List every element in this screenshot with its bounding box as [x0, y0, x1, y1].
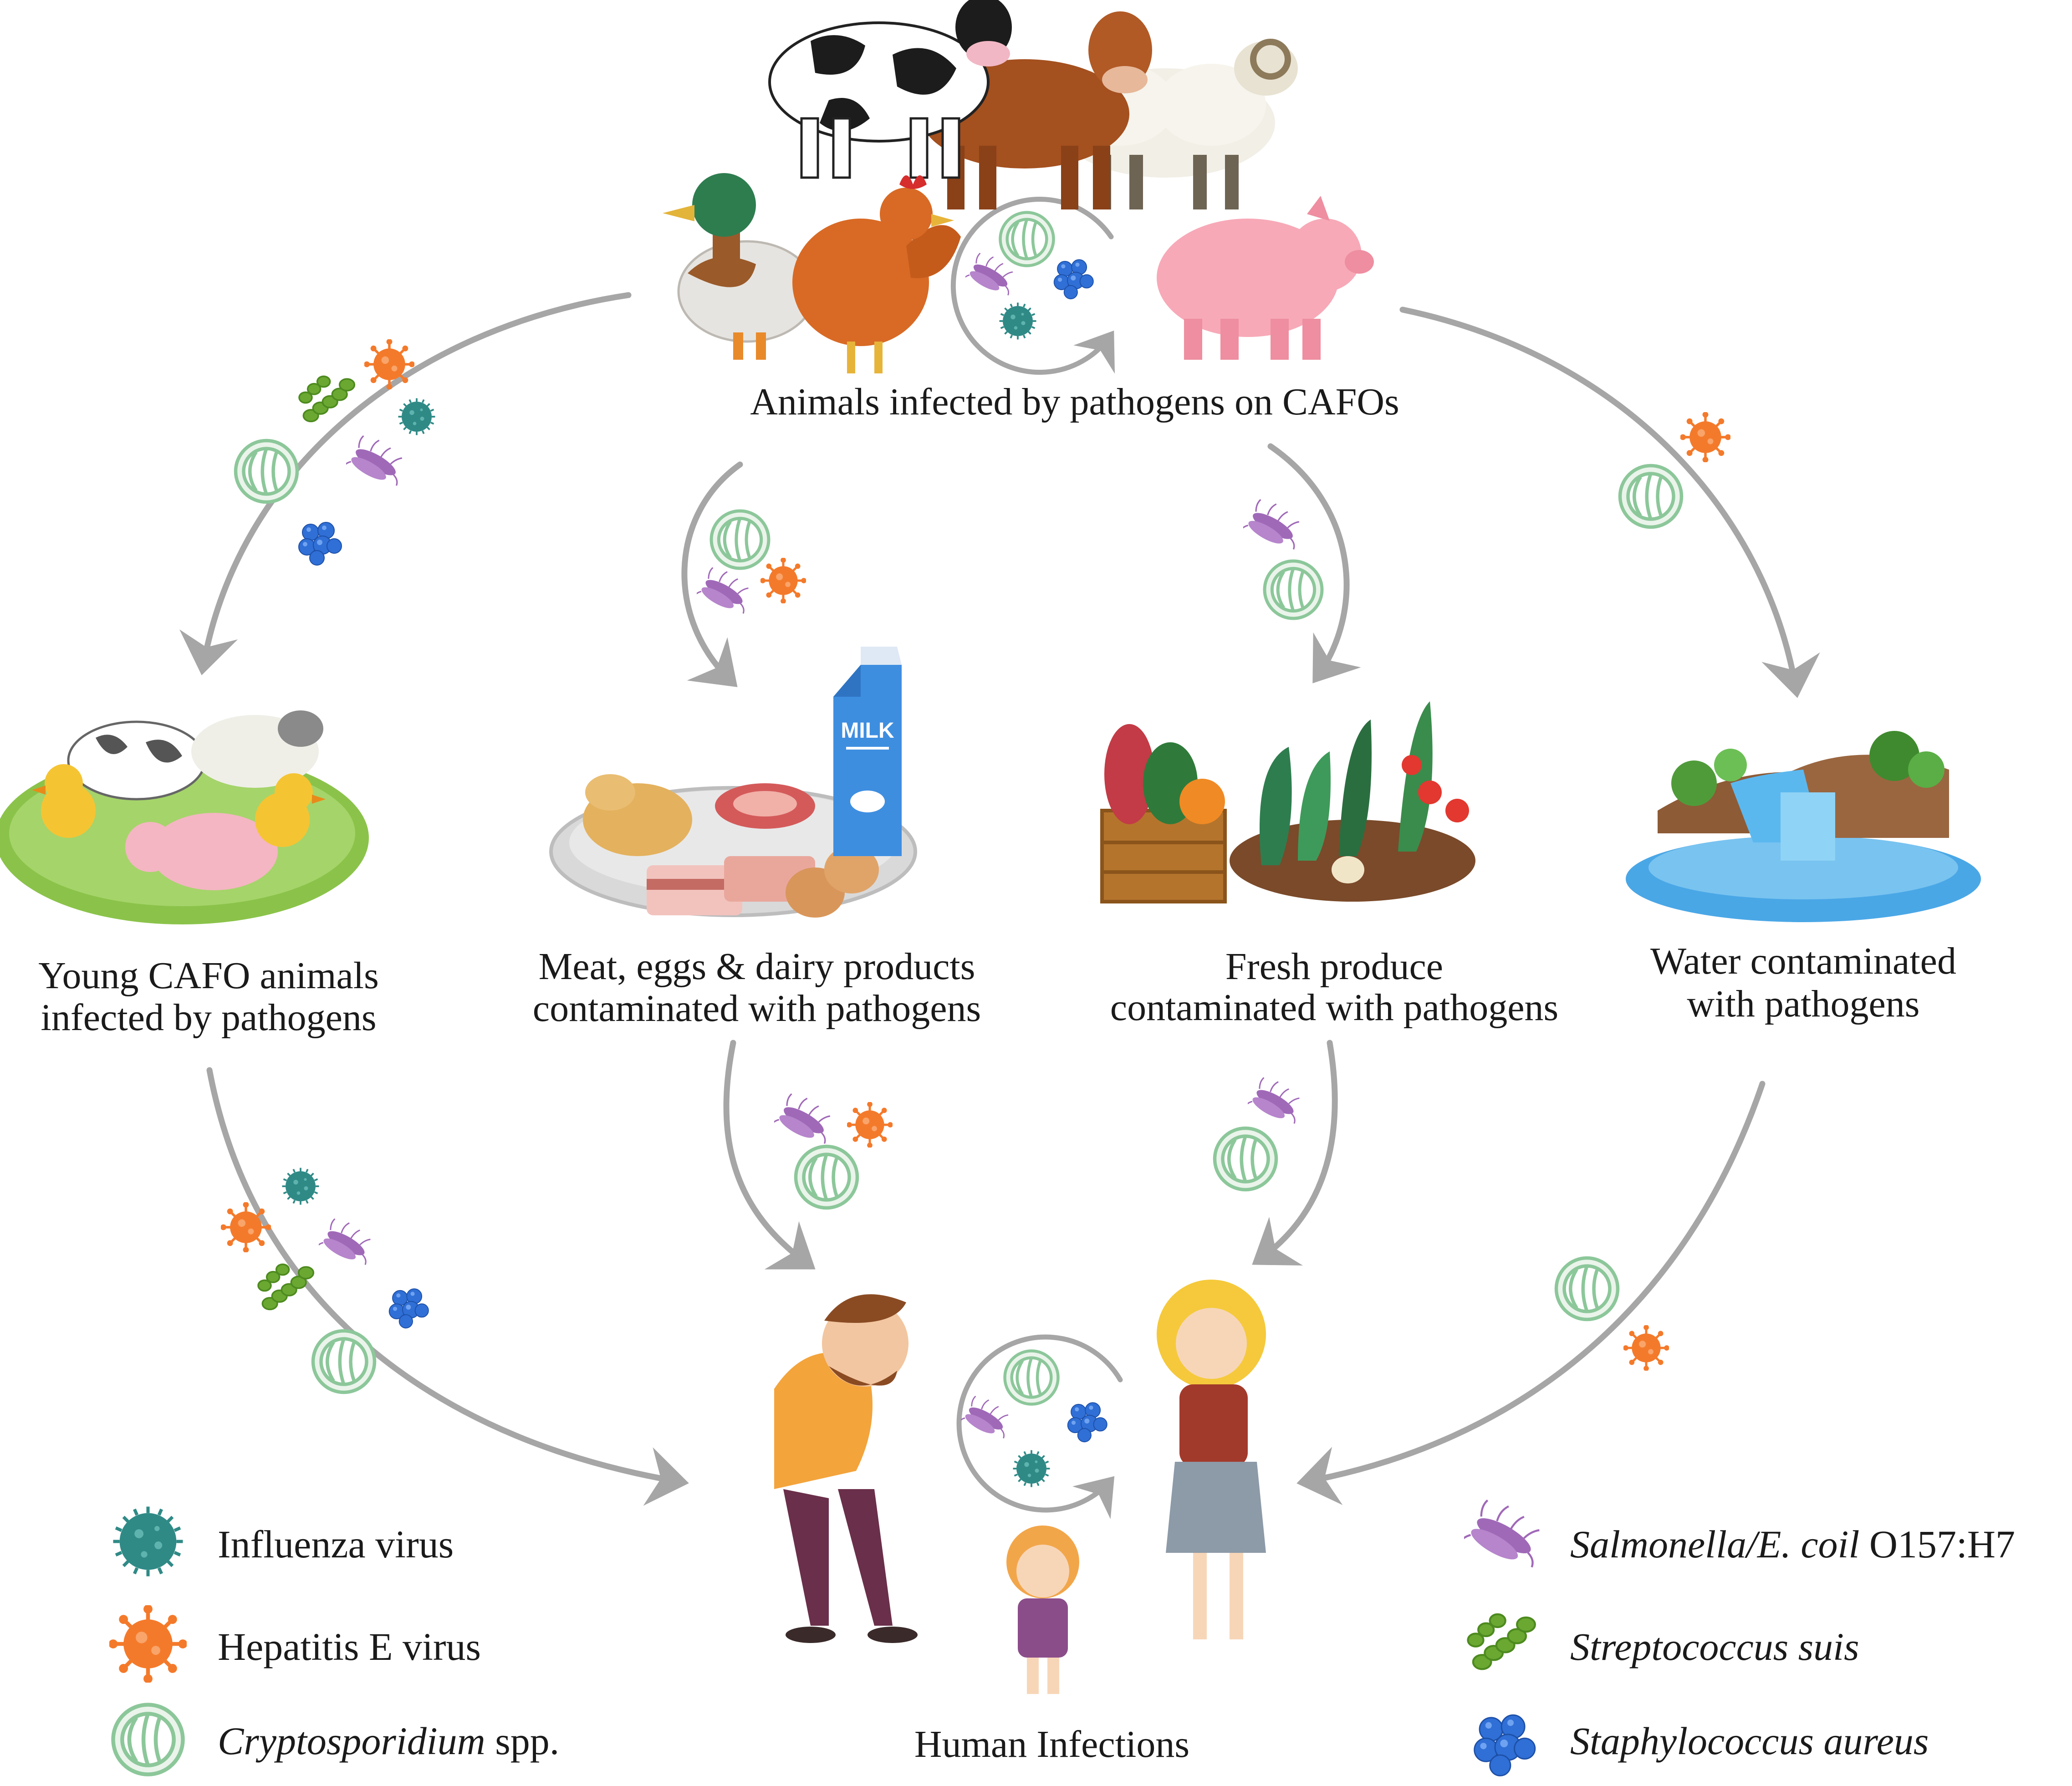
influenza-virus-icon	[113, 1507, 183, 1577]
holstein-cow-icon	[768, 0, 1012, 179]
arrow-source-to-meat	[681, 461, 743, 687]
staphylococcus-aureus-icon	[1474, 1714, 1536, 1776]
human-figures-illustration	[774, 1280, 1266, 1694]
arrow-produce-to-human	[1252, 1040, 1338, 1266]
source-node-label: Animals infected by pathogens on CAFOs	[750, 381, 1399, 423]
milk-carton-icon: MILK	[833, 647, 902, 856]
legend-cryptosporidium-italic: Cryptosporidium	[218, 1719, 485, 1763]
streptococcus-suis-icon	[1468, 1614, 1535, 1669]
arrow-young-to-human	[206, 1067, 689, 1506]
legend-cryptosporidium-label: Cryptosporidium spp.	[218, 1719, 559, 1763]
meat-node-label-line2: contaminated with pathogens	[533, 987, 981, 1030]
legend-salmonella-label: Salmonella/E. coil O157:H7	[1570, 1522, 2015, 1566]
top-cycle-pathogens	[965, 213, 1094, 341]
human-node-label: Human Infections	[914, 1723, 1189, 1766]
arrow-pathogens	[220, 339, 1731, 1392]
sick-child-icon	[1006, 1526, 1079, 1694]
young-node-label-line2: infected by pathogens	[41, 996, 376, 1039]
legend-cryptosporidium-plain: spp.	[485, 1719, 559, 1763]
node-labels: Animals infected by pathogens on CAFOs Y…	[38, 381, 1956, 1766]
pig-icon	[1157, 196, 1374, 360]
salmonella-ecoli-icon	[1459, 1494, 1552, 1582]
legend-right: Salmonella/E. coil O157:H7 Streptococcus…	[1459, 1494, 2015, 1776]
legend-salmonella-italic: Salmonella/E. coil	[1570, 1522, 1859, 1566]
arrow-source-to-young	[179, 292, 632, 675]
arrow-meat-to-human	[723, 1040, 816, 1270]
arrow-source-to-water	[1399, 306, 1820, 698]
cryptosporidium-icon	[113, 1705, 183, 1775]
cycle-arrow-bottom	[956, 1334, 1123, 1519]
sick-man-icon	[774, 1294, 918, 1643]
duck-icon	[663, 173, 817, 360]
young-node-label-line1: Young CAFO animals	[38, 954, 379, 997]
bottom-cycle-pathogens	[961, 1351, 1107, 1488]
water-node-label-line2: with pathogens	[1687, 983, 1920, 1025]
young-animals-illustration	[0, 710, 369, 924]
meat-eggs-dairy-illustration: MILK	[549, 647, 917, 918]
produce-node-label-line1: Fresh produce	[1225, 945, 1443, 988]
legend-hepatitis-label: Hepatitis E virus	[218, 1625, 481, 1669]
arrow-water-to-human	[1296, 1081, 1766, 1505]
legend-streptococcus-label: Streptococcus suis	[1570, 1625, 1859, 1669]
produce-node-label-line2: contaminated with pathogens	[1110, 986, 1558, 1029]
hepatitis-e-virus-icon	[109, 1605, 188, 1684]
water-illustration	[1626, 731, 1981, 922]
legend-staphylococcus-label: Staphylococcus aureus	[1570, 1719, 1929, 1763]
milk-carton-label: MILK	[841, 719, 894, 743]
legend-left: Influenza virus Hepatitis E virus Crypto…	[109, 1507, 559, 1775]
legend-salmonella-plain: O157:H7	[1859, 1522, 2015, 1566]
meat-node-label-line1: Meat, eggs & dairy products	[539, 945, 975, 988]
water-node-label-line1: Water contaminated	[1650, 940, 1956, 982]
cycle-arrow-top	[950, 197, 1115, 375]
chicken-icon	[792, 175, 961, 373]
fresh-produce-illustration	[1100, 701, 1475, 903]
arrow-source-to-produce	[1267, 443, 1361, 684]
cafo-animals-illustration	[663, 0, 1374, 373]
sick-woman-icon	[1157, 1280, 1266, 1639]
legend-influenza-label: Influenza virus	[218, 1522, 454, 1566]
